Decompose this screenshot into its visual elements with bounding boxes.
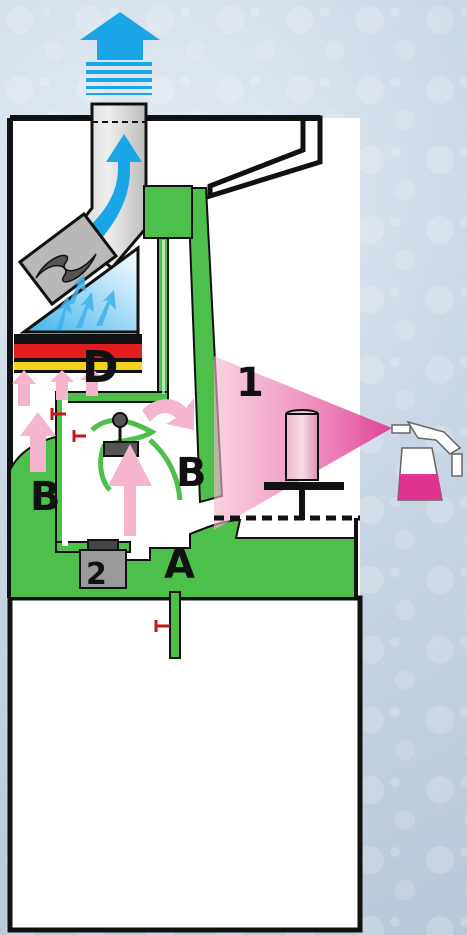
stripe-black-top (14, 334, 142, 344)
label-d: D (82, 342, 119, 393)
pipe-highlight-left (62, 400, 68, 546)
lower-cabinet (10, 598, 360, 930)
stripe-black-mid (14, 358, 142, 362)
pipe-highlight-right (162, 240, 165, 394)
stripe-yellow (14, 362, 142, 370)
label-b-right: B (176, 450, 207, 496)
label-one: 1 (236, 360, 264, 406)
label-a: A (164, 542, 195, 588)
label-two: 2 (86, 557, 107, 592)
stripe-black-bottom (14, 370, 142, 373)
stripe-red (14, 344, 142, 358)
label-b-left: B (30, 474, 61, 520)
